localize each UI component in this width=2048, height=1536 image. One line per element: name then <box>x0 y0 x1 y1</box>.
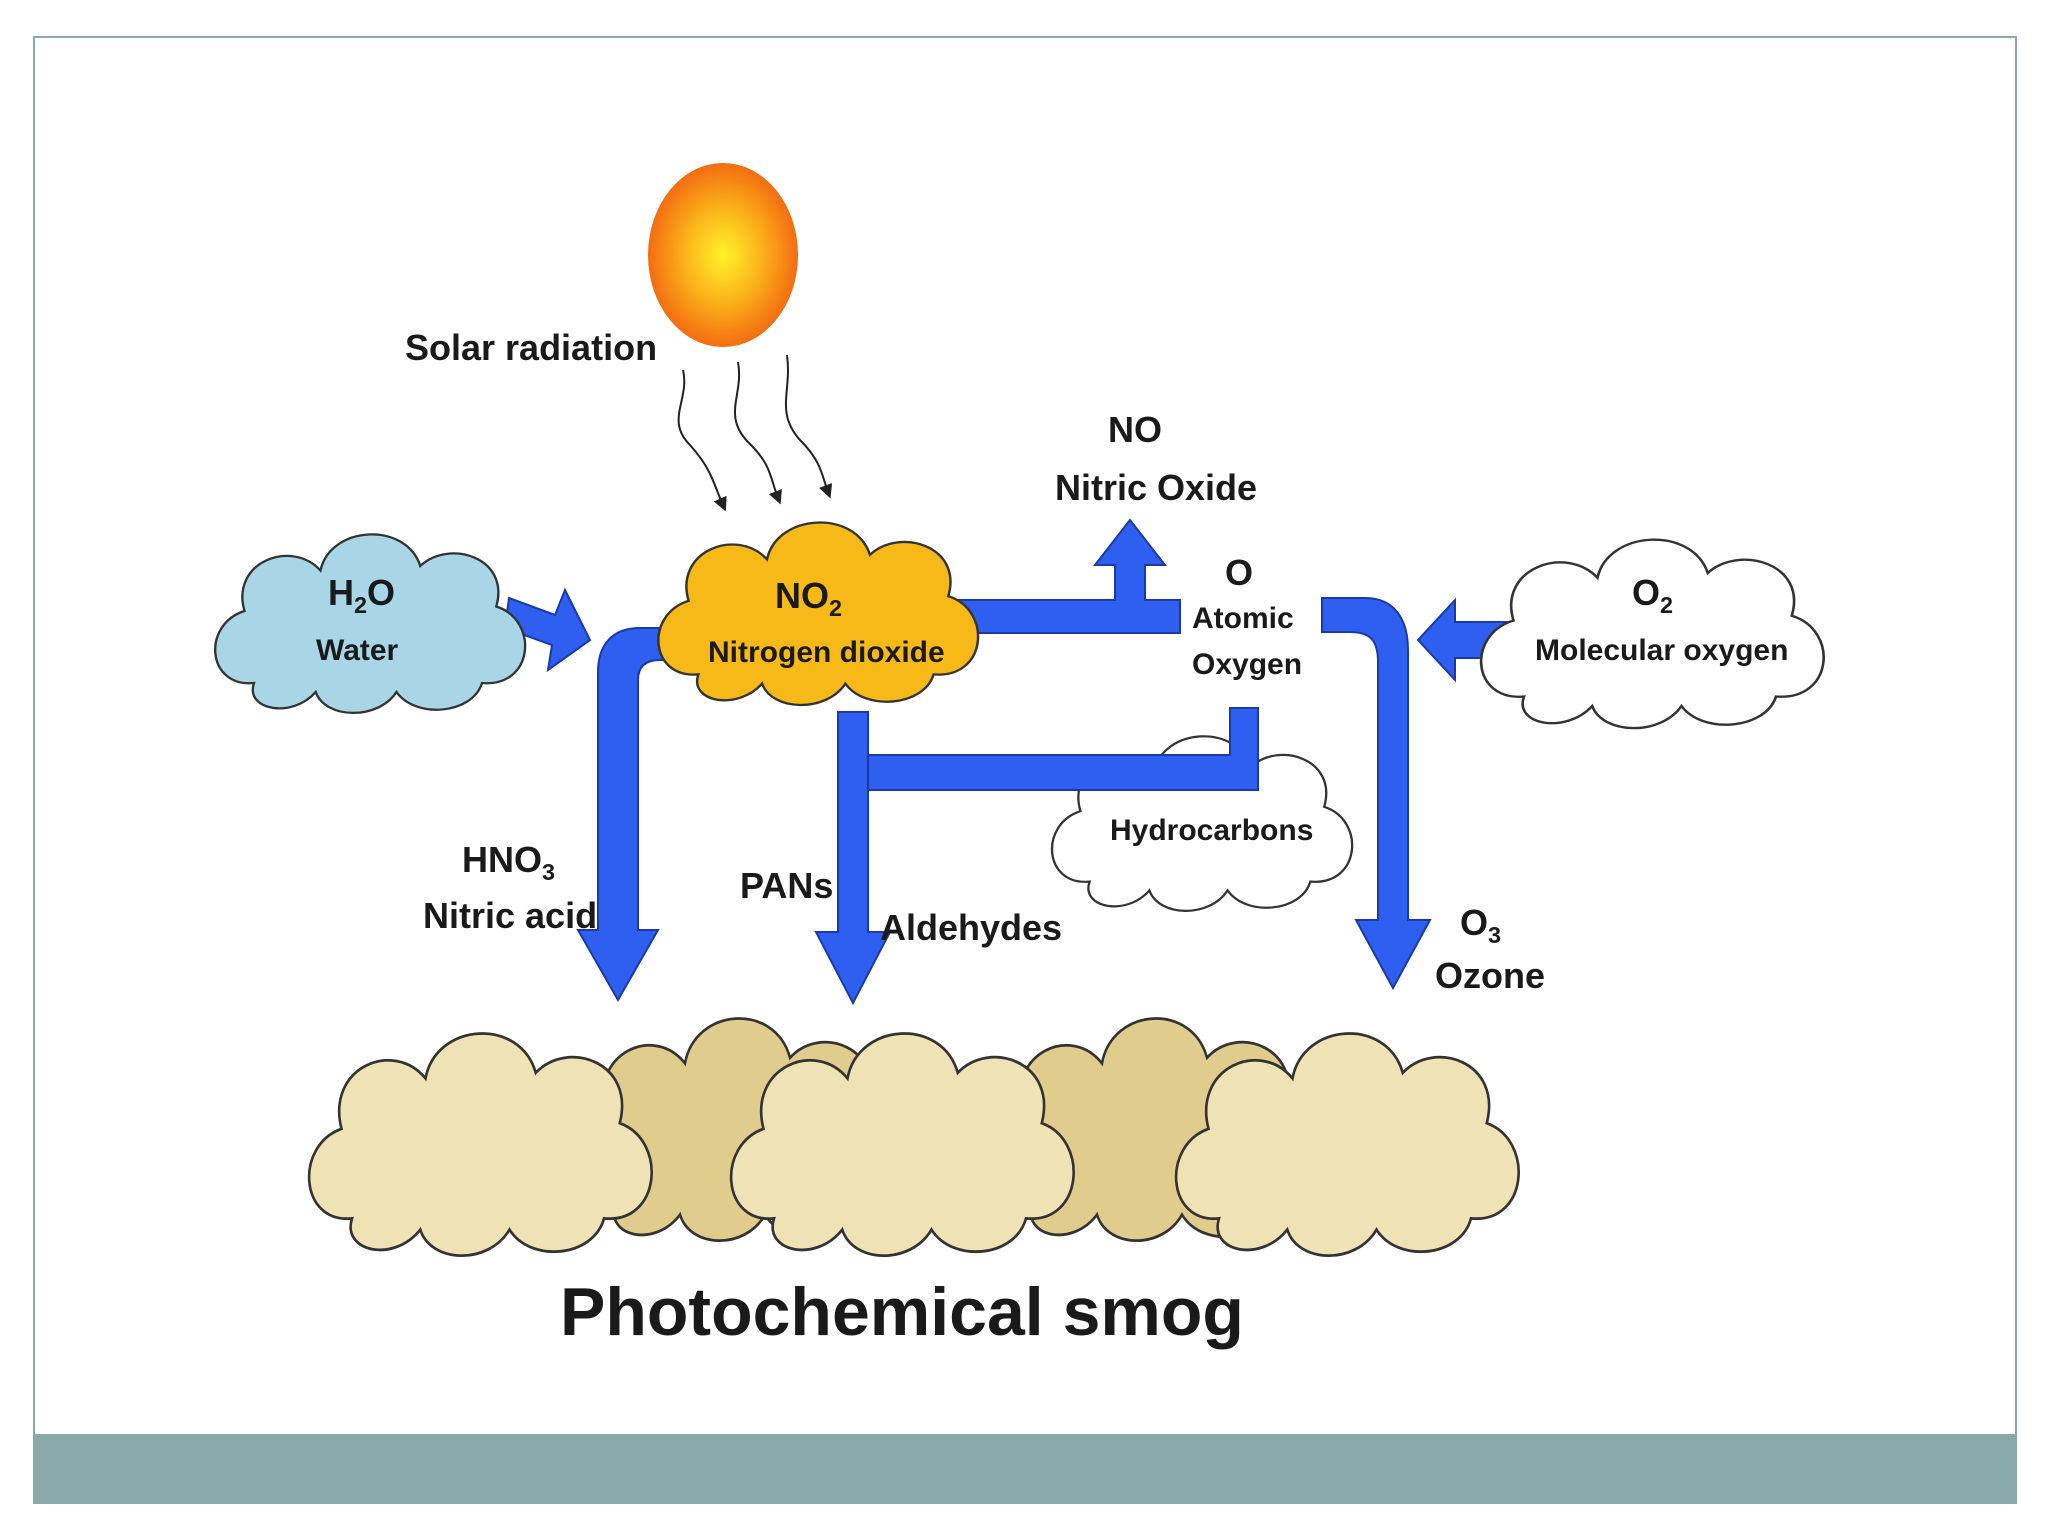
smog-clouds <box>307 1017 1521 1258</box>
o2-formula: O2 <box>1632 572 1673 618</box>
solar-radiation-label: Solar radiation <box>405 327 657 368</box>
footer-bar <box>33 1434 2017 1504</box>
atomic-oxygen-label-1: Atomic <box>1192 602 1294 635</box>
water-label: Water <box>316 634 399 667</box>
no-formula: NO <box>1108 409 1162 450</box>
water-formula: H2O <box>328 572 395 618</box>
solar-ray-1 <box>677 369 727 512</box>
hno3-label: Nitric acid <box>423 895 597 936</box>
water-cloud <box>214 533 527 715</box>
solar-ray-2 <box>734 361 782 505</box>
arrow-no2-to-hno3 <box>576 627 686 1003</box>
no2-formula: NO2 <box>775 575 842 621</box>
hno3-formula: HNO3 <box>462 839 555 885</box>
sun-icon <box>648 163 798 347</box>
o3-formula: O3 <box>1460 902 1501 948</box>
atomic-oxygen-formula: O <box>1225 552 1253 593</box>
smog-title: Photochemical smog <box>560 1274 1244 1350</box>
o3-label: Ozone <box>1435 955 1545 996</box>
hydrocarbons-label: Hydrocarbons <box>1110 814 1313 847</box>
smog-cloud-1 <box>307 1032 654 1258</box>
no2-label: Nitrogen dioxide <box>708 636 945 669</box>
arrow-no2-to-atomic-oxygen <box>929 518 1181 634</box>
no-label: Nitric Oxide <box>1055 467 1257 508</box>
solar-ray-3 <box>784 354 833 499</box>
arrow-atomic-oxygen-to-ozone <box>1321 597 1432 991</box>
aldehydes-label: Aldehydes <box>880 907 1062 948</box>
atomic-oxygen-label-2: Oxygen <box>1192 648 1302 681</box>
arrow-atomic-oxygen-to-pans-overlay <box>867 707 1259 791</box>
o2-label: Molecular oxygen <box>1535 634 1788 667</box>
arrow-no2-to-pans <box>814 711 892 1006</box>
solar-rays <box>677 354 833 512</box>
pans-label: PANs <box>740 865 833 906</box>
